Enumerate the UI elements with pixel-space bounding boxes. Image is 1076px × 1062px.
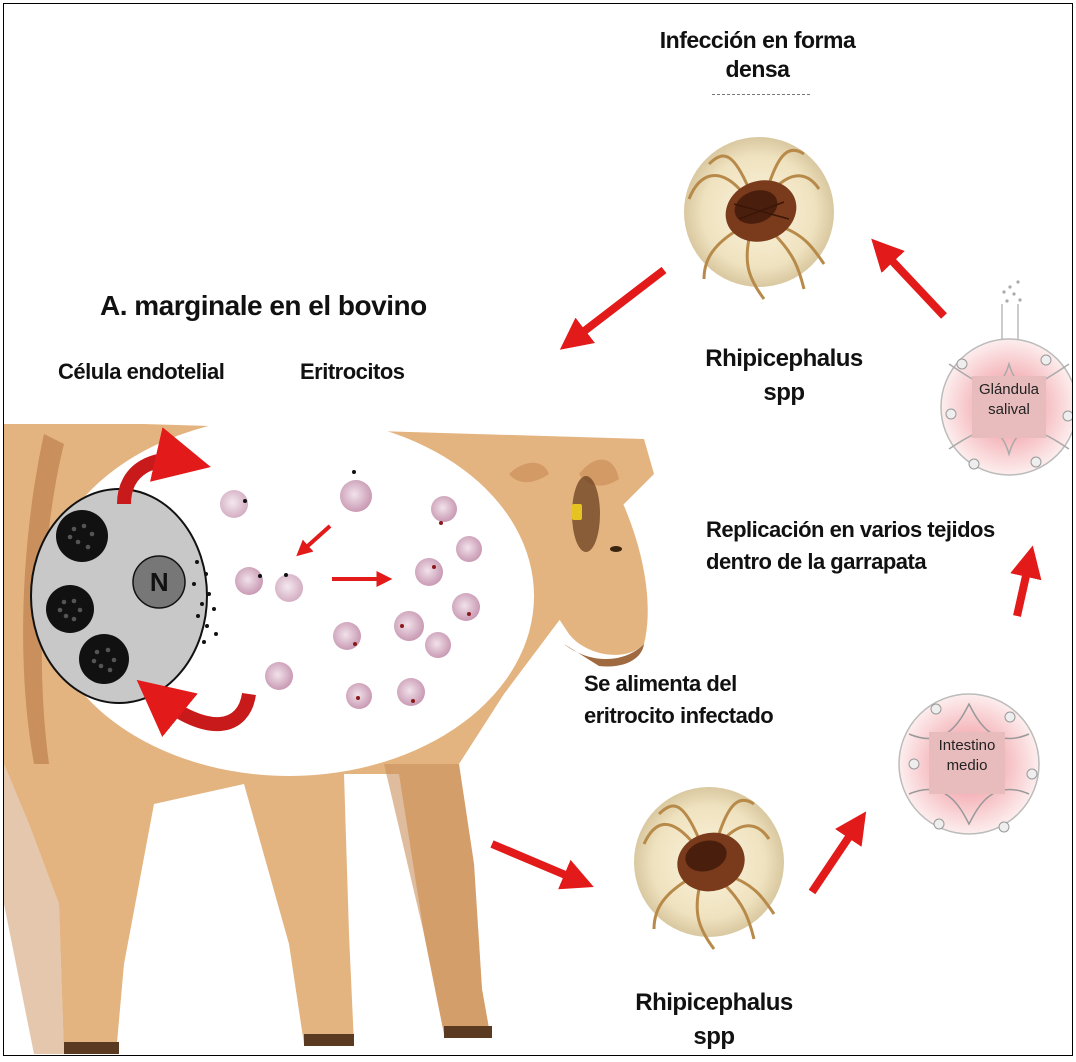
top-tick-species: Rhipicephalus spp xyxy=(704,342,864,409)
bottom-tick-species: Rhipicephalus spp xyxy=(634,986,794,1053)
nucleus-label: N xyxy=(144,566,174,599)
salivary-gland-label: Glándula salival xyxy=(972,376,1046,438)
title-underline xyxy=(712,94,810,95)
midgut-label: Intestino medio xyxy=(929,732,1005,794)
replication-label: Replicación en varios tejidos dentro de … xyxy=(706,514,1006,578)
endothelial-cell-icon xyxy=(31,489,207,703)
anaplasma-life-cycle-diagram: Infección en forma densa Rhipicephalus s… xyxy=(3,3,1073,1056)
erythrocytes-label: Eritrocitos xyxy=(300,358,440,386)
bovine-title: A. marginale en el bovino xyxy=(100,288,460,323)
tick-icon xyxy=(634,787,784,949)
top-tick-title: Infección en forma densa xyxy=(650,26,865,84)
tick-icon xyxy=(684,137,834,299)
endothelial-cell-label: Célula endotelial xyxy=(58,358,258,386)
feeding-label: Se alimenta del eritrocito infectado xyxy=(584,668,794,732)
